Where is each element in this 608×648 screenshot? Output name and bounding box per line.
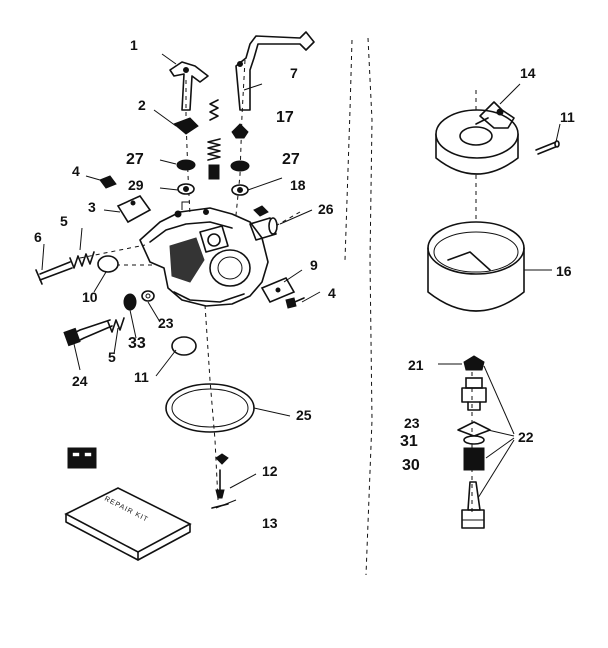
choke-spring-part bbox=[173, 117, 199, 135]
fuel-inlet-part bbox=[249, 205, 278, 241]
callout-17: 17 bbox=[276, 109, 294, 126]
callout-2: 2 bbox=[138, 97, 146, 113]
callout-27-left: 27 bbox=[126, 151, 144, 168]
callout-3: 3 bbox=[88, 199, 96, 215]
callout-4-right: 4 bbox=[328, 285, 336, 301]
callout-29: 29 bbox=[128, 177, 144, 193]
repair-kit-part: REPAIR KIT bbox=[64, 447, 192, 561]
callout-4-top: 4 bbox=[72, 163, 80, 179]
throttle-spring-part bbox=[207, 99, 221, 180]
callout-1: 1 bbox=[130, 37, 138, 53]
leader-lines bbox=[41, 83, 561, 509]
choke-plate-part bbox=[99, 175, 152, 224]
float-bowl-part bbox=[427, 221, 525, 312]
inlet-needle-part bbox=[211, 453, 229, 509]
idle-adjust-screw-part bbox=[35, 251, 95, 285]
callout-12: 12 bbox=[262, 463, 278, 479]
callout-11-left: 11 bbox=[134, 369, 149, 385]
bowl-nut-assembly-part bbox=[457, 355, 491, 529]
seal-washers-right bbox=[230, 123, 250, 196]
callout-10: 10 bbox=[82, 289, 98, 305]
callout-27-right: 27 bbox=[282, 151, 300, 168]
callout-5-bottom: 5 bbox=[108, 349, 116, 365]
throttle-shaft-part bbox=[235, 31, 315, 111]
callout-23-left: 23 bbox=[158, 315, 174, 331]
callout-24: 24 bbox=[72, 373, 88, 389]
callout-22: 22 bbox=[518, 429, 534, 445]
callout-labels: 1 7 2 17 27 27 29 18 4 3 26 5 6 9 10 4 2… bbox=[34, 37, 575, 531]
callout-14: 14 bbox=[520, 65, 536, 81]
float-part bbox=[435, 101, 519, 175]
callout-9: 9 bbox=[310, 257, 318, 273]
callout-33: 33 bbox=[128, 335, 146, 352]
callout-26: 26 bbox=[318, 201, 334, 217]
callout-30: 30 bbox=[402, 457, 420, 474]
callout-7: 7 bbox=[290, 65, 298, 81]
float-pin-part bbox=[535, 140, 560, 155]
callout-25: 25 bbox=[296, 407, 312, 423]
callout-16: 16 bbox=[556, 263, 572, 279]
callout-21: 21 bbox=[408, 357, 424, 373]
callout-11-right: 11 bbox=[560, 109, 575, 125]
callout-23-right: 23 bbox=[404, 415, 420, 431]
welch-plug-part-10 bbox=[97, 255, 119, 273]
seal-washers-left bbox=[176, 159, 196, 195]
callout-31: 31 bbox=[400, 433, 418, 450]
bowl-gasket-part bbox=[165, 383, 255, 433]
throttle-plate-part bbox=[260, 276, 305, 309]
callout-18: 18 bbox=[290, 177, 306, 193]
carburetor-body bbox=[139, 201, 269, 307]
callout-13: 13 bbox=[262, 515, 278, 531]
main-adjust-needle-part bbox=[63, 290, 155, 347]
callout-5-top: 5 bbox=[60, 213, 68, 229]
callout-6: 6 bbox=[34, 229, 42, 245]
welch-plug-part-11 bbox=[171, 336, 197, 356]
choke-shaft-part bbox=[161, 53, 209, 111]
